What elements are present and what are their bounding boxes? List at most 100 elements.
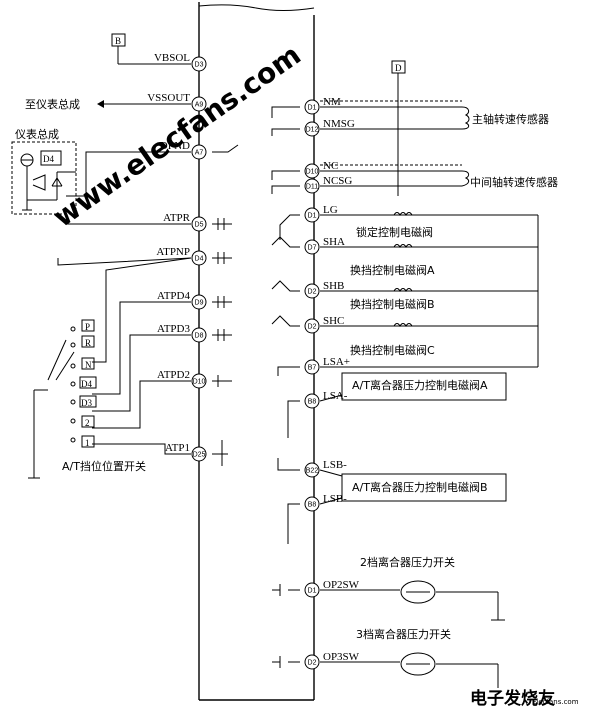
internal-switch-icon xyxy=(279,214,300,240)
pin-circle xyxy=(191,446,207,462)
pin-circle xyxy=(304,207,320,223)
wire-lsb-1 xyxy=(319,469,343,477)
pin-signal-label: SHB xyxy=(323,280,344,292)
pin-circle xyxy=(304,393,320,409)
pin-id: D1 xyxy=(308,105,317,112)
pin-id: B7 xyxy=(308,365,317,372)
pin-circle xyxy=(191,327,207,343)
internal-diode-icon xyxy=(212,375,232,387)
pin-circle xyxy=(191,216,207,232)
pin-signal-label: NC xyxy=(323,160,338,172)
pin-id: D9 xyxy=(195,300,204,307)
solenoid-coil-icon xyxy=(393,288,413,292)
logo-small-text: Elecfans.com xyxy=(532,698,579,706)
pin-circle xyxy=(304,99,320,115)
pin-id: D7 xyxy=(308,245,317,252)
pos-p-box xyxy=(81,319,95,332)
wire-atpd4 xyxy=(92,301,191,395)
internal-switch-icon xyxy=(271,106,300,118)
pin-signal-label: SHC xyxy=(323,315,344,327)
pin-circle xyxy=(304,283,320,299)
pin-signal-label: OP3SW xyxy=(323,651,360,663)
ecu-break-line xyxy=(198,4,315,11)
pin-circle xyxy=(304,163,320,179)
meter-assembly-label: 仪表总成 xyxy=(15,127,59,141)
pin-signal-label: ATPR xyxy=(163,212,191,224)
pin-signal-label: NCSG xyxy=(323,175,352,187)
pos-2-box xyxy=(81,415,95,428)
pos-d3-label: D3 xyxy=(81,398,92,408)
pos-d4-box xyxy=(79,376,97,389)
pin-circle xyxy=(304,654,320,670)
solenoid-coil-icon xyxy=(393,323,413,327)
ecu-internal-switches xyxy=(271,106,300,668)
pin-id: D2 xyxy=(308,324,317,331)
pos-r-label: R xyxy=(85,338,91,348)
meter-d4-box xyxy=(40,150,62,166)
pin-signal-label: LSA+ xyxy=(323,356,350,368)
pin-signal-label: DI ND xyxy=(160,140,190,152)
pressure-switch-3-icon xyxy=(400,652,436,676)
pin-signal-label: NMSG xyxy=(323,118,355,130)
internal-diode-icon xyxy=(272,584,300,596)
pin-circle xyxy=(304,318,320,334)
pin-id: D4 xyxy=(195,256,204,263)
pin-circle xyxy=(191,373,207,389)
pin-id: D8 xyxy=(195,333,204,340)
wire-atpnp xyxy=(57,257,192,266)
pin-signal-label: LSB- xyxy=(323,459,347,471)
internal-switch-icon xyxy=(212,144,239,153)
lockup-valve-label: 锁定控制电磁阀 xyxy=(356,225,433,239)
pin-signal-label: SHA xyxy=(323,236,345,248)
solenoid-coil-icon xyxy=(393,244,413,248)
wire-atpnp-branch xyxy=(92,257,192,363)
pin-signal-label: ATPD3 xyxy=(157,323,191,335)
internal-switch-icon xyxy=(277,458,300,471)
pin-id: D10 xyxy=(193,379,206,386)
watermark-text: www.elecfans.com xyxy=(47,38,307,234)
contact-n xyxy=(70,363,76,369)
mainshaft-coil-icon xyxy=(461,106,470,130)
pin-circle xyxy=(304,239,320,255)
pin-signal-label: ATPD2 xyxy=(157,369,190,381)
pos-2-label: 2 xyxy=(85,418,90,428)
pin-signal-label: NM xyxy=(323,96,341,108)
pressure-valve-a-box xyxy=(341,372,507,401)
internal-switch-icon xyxy=(271,170,300,180)
pin-id: D3 xyxy=(195,62,204,69)
internal-diode-icon xyxy=(212,296,232,308)
pin-circle xyxy=(304,582,320,598)
pin-id: A9 xyxy=(195,102,204,109)
pin-id: D12 xyxy=(306,127,319,134)
pos-p-label: P xyxy=(85,322,90,332)
pin-circle xyxy=(191,96,207,112)
internal-diode-icon xyxy=(212,440,228,466)
shift-valve-b-label: 换挡控制电磁阀B xyxy=(350,297,435,311)
contact-1 xyxy=(70,437,76,443)
pin-signal-label: ATPNP xyxy=(156,246,190,258)
pos-d3-box xyxy=(79,395,97,408)
wire-lsb-2 xyxy=(319,497,343,505)
pin-signal-label: VSSOUT xyxy=(147,92,190,104)
pin-circle xyxy=(304,462,320,478)
switch-3rd-label: 3档离合器压力开关 xyxy=(356,627,451,641)
contact-d4 xyxy=(70,381,76,387)
pin-id: B8 xyxy=(308,502,317,509)
meter-d4-label: D4 xyxy=(43,154,54,164)
solenoid-coil-icon xyxy=(393,212,413,216)
pin-signal-label: ATPD4 xyxy=(157,290,191,302)
meter-diode-icon xyxy=(51,177,63,187)
pin-circle xyxy=(304,121,320,137)
internal-diode-icon xyxy=(212,252,232,264)
pin-signal-label: VBSOL xyxy=(154,52,190,64)
internal-switch-icon xyxy=(271,236,300,248)
logo-text: 电子发烧友 xyxy=(470,688,555,709)
internal-switch-icon xyxy=(271,315,300,327)
pos-1-label: 1 xyxy=(85,438,90,448)
internal-switch-icon xyxy=(271,128,300,136)
pin-id: B8 xyxy=(308,399,317,406)
countershaft-coil-icon xyxy=(461,170,470,187)
pos-n-label: N xyxy=(85,360,92,370)
